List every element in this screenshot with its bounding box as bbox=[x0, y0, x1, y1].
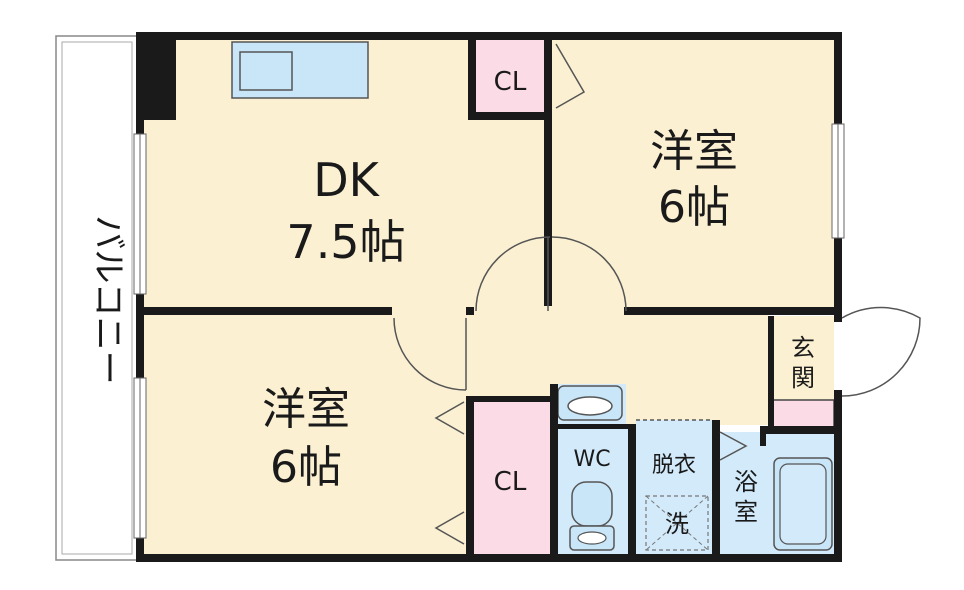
closet-south bbox=[472, 400, 550, 556]
laundry-label: 洗 bbox=[665, 510, 689, 538]
entrance-label-2: 関 bbox=[791, 364, 815, 392]
dressing-area bbox=[636, 420, 716, 556]
door-openings bbox=[392, 306, 624, 316]
dressing-label: 脱衣 bbox=[652, 453, 696, 478]
bathtub bbox=[773, 457, 833, 551]
western-south-floor bbox=[140, 313, 468, 558]
laundry-pan bbox=[645, 495, 709, 551]
entrance-label-1: 玄 bbox=[791, 334, 815, 362]
toilet bbox=[569, 481, 615, 551]
bath-label-1: 浴 bbox=[734, 468, 758, 496]
kitchen-counter bbox=[231, 41, 369, 99]
balcony bbox=[55, 35, 139, 561]
western-north-size: 6帖 bbox=[658, 182, 730, 233]
balcony-label: バルコニー bbox=[88, 215, 128, 384]
closet-north bbox=[474, 40, 546, 112]
closet-north-label: CL bbox=[494, 67, 527, 97]
wc-label: WC bbox=[573, 447, 610, 472]
closet-south-label: CL bbox=[494, 467, 527, 497]
washbasin bbox=[557, 385, 623, 421]
western-south-name: 洋室 bbox=[262, 384, 350, 435]
doors bbox=[393, 43, 921, 545]
western-north-name: 洋室 bbox=[650, 126, 738, 177]
dk-size: 7.5帖 bbox=[286, 215, 405, 269]
entrance-floor bbox=[772, 316, 834, 400]
bath-label-2: 室 bbox=[734, 498, 758, 526]
western-north-floor bbox=[548, 36, 838, 309]
dk-name: DK bbox=[313, 153, 380, 207]
windows bbox=[133, 123, 845, 539]
western-south-size: 6帖 bbox=[270, 442, 342, 493]
